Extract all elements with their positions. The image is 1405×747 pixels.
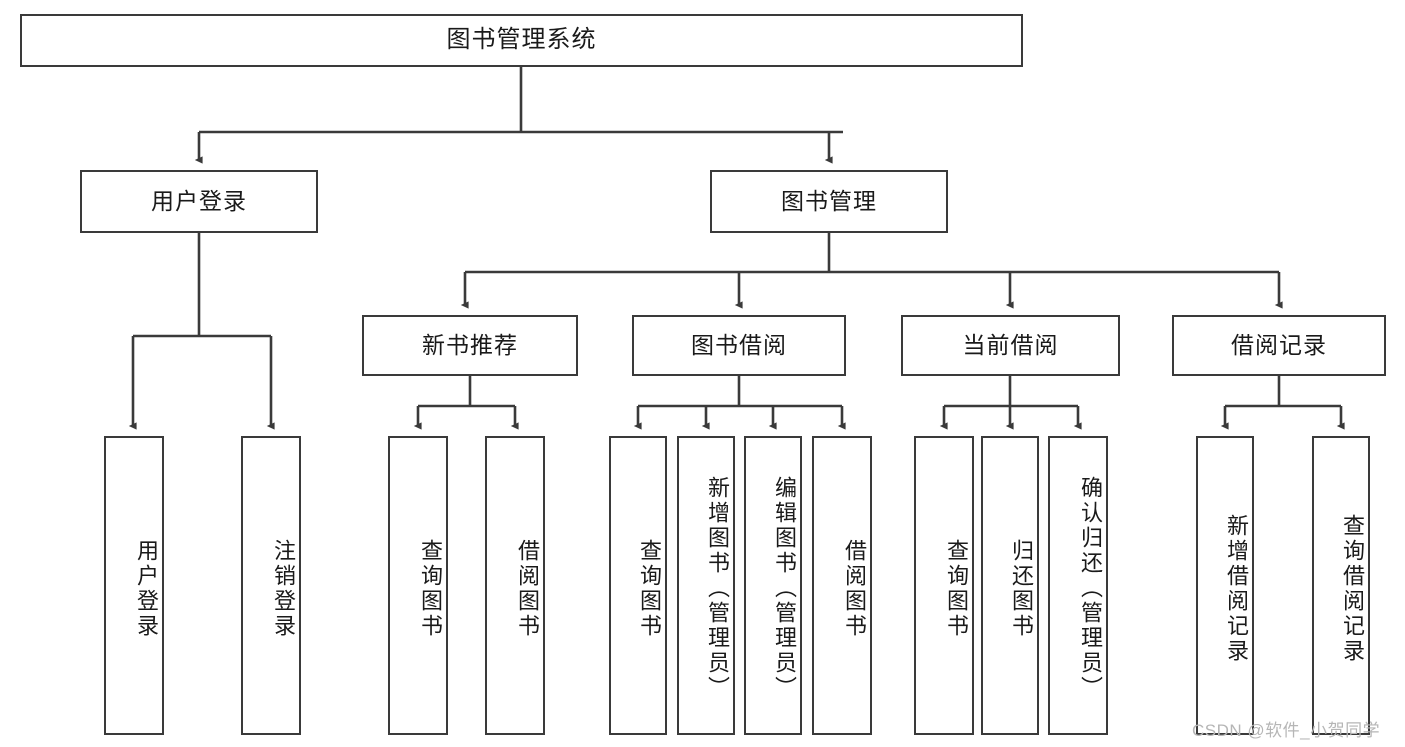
leaf-edit-book[interactable]: 编辑图书（管理员） <box>744 436 802 735</box>
leaf-add-record-label: 新增借阅记录 <box>1224 513 1249 664</box>
leaf-edit-book-label: 编辑图书（管理员） <box>772 476 797 701</box>
leaf-borrow-book-label: 借阅图书 <box>842 538 867 639</box>
leaf-add-book[interactable]: 新增图书（管理员） <box>677 436 735 735</box>
leaf-borrow-book-rec[interactable]: 借阅图书 <box>485 436 545 735</box>
csdn-watermark: CSDN @软件_小贺同学 <box>1192 721 1381 740</box>
node-borrow-record-label: 借阅记录 <box>1231 331 1327 358</box>
leaf-return-book[interactable]: 归还图书 <box>981 436 1039 735</box>
leaf-logout-label: 注销登录 <box>271 538 296 639</box>
node-book-borrow-label: 图书借阅 <box>691 331 787 358</box>
leaf-logout[interactable]: 注销登录 <box>241 436 301 735</box>
leaf-query-book-rec-label: 查询图书 <box>418 538 443 639</box>
leaf-query-record-label: 查询借阅记录 <box>1340 513 1365 664</box>
node-root[interactable]: 图书管理系统 <box>20 14 1023 67</box>
leaf-query-book-label: 查询图书 <box>637 538 662 639</box>
leaf-query-book-cur[interactable]: 查询图书 <box>914 436 974 735</box>
leaf-add-book-label: 新增图书（管理员） <box>705 476 730 701</box>
node-book-manage[interactable]: 图书管理 <box>710 170 948 233</box>
leaf-confirm-return-label: 确认归还（管理员） <box>1078 476 1103 701</box>
node-user-login[interactable]: 用户登录 <box>80 170 318 233</box>
node-root-label: 图书管理系统 <box>446 26 597 54</box>
leaf-user-login-label: 用户登录 <box>134 538 159 639</box>
leaf-add-record[interactable]: 新增借阅记录 <box>1196 436 1254 735</box>
leaf-user-login[interactable]: 用户登录 <box>104 436 164 735</box>
node-borrow-record[interactable]: 借阅记录 <box>1172 315 1386 376</box>
node-user-login-label: 用户登录 <box>151 187 247 214</box>
node-new-book-rec-label: 新书推荐 <box>422 331 518 358</box>
leaf-return-book-label: 归还图书 <box>1009 538 1034 639</box>
node-current-borrow[interactable]: 当前借阅 <box>901 315 1120 376</box>
leaf-query-record[interactable]: 查询借阅记录 <box>1312 436 1370 735</box>
leaf-borrow-book-rec-label: 借阅图书 <box>515 538 540 639</box>
node-new-book-rec[interactable]: 新书推荐 <box>362 315 578 376</box>
leaf-query-book-rec[interactable]: 查询图书 <box>388 436 448 735</box>
leaf-confirm-return[interactable]: 确认归还（管理员） <box>1048 436 1108 735</box>
node-current-borrow-label: 当前借阅 <box>962 331 1059 358</box>
node-book-borrow[interactable]: 图书借阅 <box>632 315 846 376</box>
node-book-manage-label: 图书管理 <box>781 187 877 214</box>
leaf-query-book-cur-label: 查询图书 <box>944 538 969 639</box>
leaf-borrow-book[interactable]: 借阅图书 <box>812 436 872 735</box>
leaf-query-book[interactable]: 查询图书 <box>609 436 667 735</box>
